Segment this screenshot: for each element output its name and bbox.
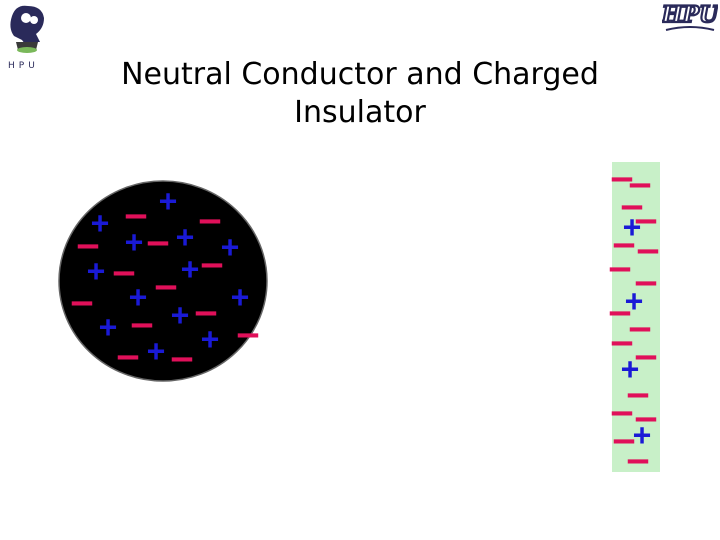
svg-text:HPU: HPU: [8, 61, 39, 71]
insulator-minus-charge: –: [635, 398, 657, 438]
svg-text:HPU: HPU: [662, 2, 718, 28]
charged-insulator-rod: [612, 162, 660, 472]
insulator-minus-charge: –: [627, 440, 649, 480]
insulator-minus-charge: –: [611, 322, 633, 362]
conductor-plus-charge: +: [90, 206, 110, 241]
conductor-plus-charge: +: [220, 230, 240, 265]
conductor-plus-charge: +: [170, 298, 190, 333]
slide-title: Neutral Conductor and Charged Insulator: [110, 56, 610, 132]
insulator-plus-charge: +: [624, 284, 644, 319]
conductor-minus-charge: –: [199, 200, 221, 240]
insulator-minus-charge: –: [609, 248, 631, 288]
conductor-plus-charge: +: [128, 280, 148, 315]
hpu-wordmark-logo-icon: HPU: [662, 1, 718, 31]
slide-title-line-2: Insulator: [294, 95, 426, 130]
insulator-minus-charge: –: [629, 308, 651, 348]
conductor-minus-charge: –: [201, 244, 223, 284]
neutral-conductor-diagram: [58, 180, 268, 382]
insulator-minus-charge: –: [627, 374, 649, 414]
conductor-plus-charge: +: [98, 310, 118, 345]
insulator-plus-charge: +: [622, 210, 642, 245]
slide-title-line-1: Neutral Conductor and Charged: [121, 57, 599, 92]
insulator-minus-charge: –: [621, 186, 643, 226]
insulator-minus-charge: –: [613, 420, 635, 460]
conductor-minus-charge: –: [195, 292, 217, 332]
insulator-plus-charge: +: [620, 352, 640, 387]
conductor-minus-charge: –: [125, 195, 147, 235]
insulator-minus-charge: –: [635, 200, 657, 240]
insulator-minus-charge: –: [637, 230, 659, 270]
conductor-plus-charge: +: [180, 252, 200, 287]
conductor-minus-charge: –: [77, 225, 99, 265]
conductor-minus-charge: –: [147, 222, 169, 262]
insulator-minus-charge: –: [635, 336, 657, 376]
conductor-plus-charge: +: [175, 220, 195, 255]
conductor-plus-charge: +: [124, 225, 144, 260]
conductor-plus-charge: +: [146, 334, 166, 369]
conductor-sphere: [58, 180, 268, 382]
conductor-plus-charge: +: [86, 254, 106, 289]
conductor-plus-charge: +: [230, 280, 250, 315]
insulator-minus-charge: –: [635, 262, 657, 302]
insulator-minus-charge: –: [613, 224, 635, 264]
conductor-plus-charge: +: [158, 184, 178, 219]
conductor-minus-charge: –: [237, 314, 259, 354]
insulator-minus-charge: –: [629, 164, 651, 204]
conductor-minus-charge: –: [155, 266, 177, 306]
insulator-plus-charge: +: [632, 418, 652, 453]
conductor-minus-charge: –: [131, 304, 153, 344]
conductor-minus-charge: –: [71, 282, 93, 322]
insulator-minus-charge: –: [609, 292, 631, 332]
conductor-minus-charge: –: [171, 338, 193, 378]
conductor-minus-charge: –: [117, 336, 139, 376]
conductor-plus-charge: +: [200, 322, 220, 357]
insulator-minus-charge: –: [611, 392, 633, 432]
insulator-minus-charge: –: [611, 158, 633, 198]
conductor-minus-charge: –: [113, 252, 135, 292]
hpu-mascot-logo-icon: HPU: [8, 5, 44, 71]
